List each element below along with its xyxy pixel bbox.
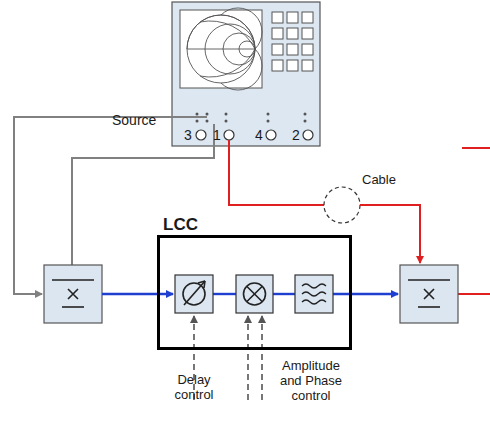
source-label: Source xyxy=(112,112,168,128)
port-number: 2 xyxy=(292,127,304,143)
control-label: Amplitude and Phase control xyxy=(276,358,346,403)
box-heading: LCC xyxy=(163,215,198,235)
cable-label: Cable xyxy=(362,172,412,187)
control-label: Delay control xyxy=(166,372,222,402)
port-number: 4 xyxy=(255,127,267,143)
port-number: 3 xyxy=(184,127,196,143)
port-number: 1 xyxy=(213,127,225,143)
lcc-box: LCC xyxy=(157,235,352,350)
